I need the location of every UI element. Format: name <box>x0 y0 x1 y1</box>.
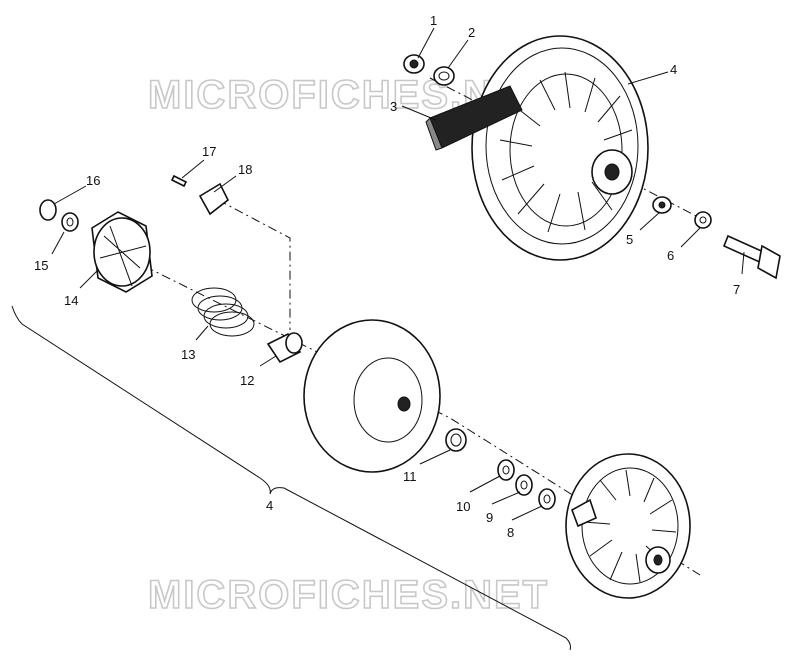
part-4-sheave <box>471 35 649 261</box>
callout-8: 8 <box>507 525 514 540</box>
callout-13: 13 <box>181 347 195 362</box>
part-18-button <box>198 182 230 216</box>
callout-16: 16 <box>86 173 100 188</box>
part-11-bushing <box>445 428 467 452</box>
part-9-washer <box>515 474 533 496</box>
part-3-belt-edge <box>425 117 443 151</box>
part-15-washer <box>61 212 79 232</box>
callout-2: 2 <box>468 25 475 40</box>
callout-12: 12 <box>240 373 254 388</box>
callout-18: 18 <box>238 162 252 177</box>
part-14-cam <box>91 211 153 293</box>
axis-line-button <box>217 199 291 330</box>
part-7-bolt <box>722 234 781 280</box>
watermark-bottom: MICROFICHES.NET <box>148 573 549 617</box>
callout-10: 10 <box>456 499 470 514</box>
callout-4-top: 4 <box>670 62 677 77</box>
part-10-washer <box>497 459 515 481</box>
callout-5: 5 <box>626 232 633 247</box>
leader-lines <box>51 27 745 521</box>
callout-4-assembly: 4 <box>266 498 273 513</box>
callout-15: 15 <box>34 258 48 273</box>
callout-7: 7 <box>733 282 740 297</box>
callout-17: 17 <box>202 144 216 159</box>
callout-3: 3 <box>390 99 397 114</box>
callout-1: 1 <box>430 13 437 28</box>
part-17-screw <box>170 174 188 188</box>
callout-11: 11 <box>403 469 417 484</box>
stationary-sheave-lower <box>565 453 691 599</box>
movable-sheave-disc <box>303 319 441 473</box>
part-13-spring <box>191 287 255 337</box>
callout-9: 9 <box>486 510 493 525</box>
assembly-4-bracket <box>11 305 571 651</box>
part-16-clip <box>39 199 57 221</box>
part-6-washer <box>694 211 712 229</box>
part-2-washer <box>433 66 455 86</box>
callout-6: 6 <box>667 248 674 263</box>
callout-14: 14 <box>64 293 78 308</box>
part-8-washer <box>538 488 556 510</box>
